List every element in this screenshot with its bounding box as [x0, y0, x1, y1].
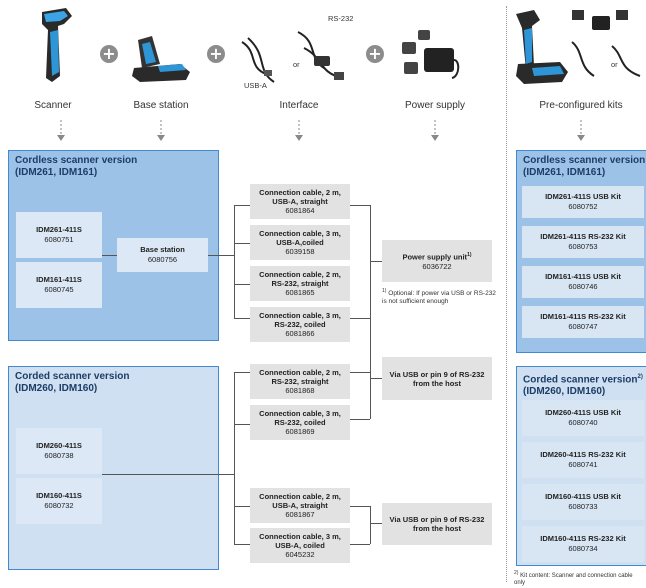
- down-arrow: [430, 120, 440, 142]
- kits-corded-title: Corded scanner version2) (IDM260, IDM160…: [523, 374, 643, 398]
- connector-line: [350, 544, 370, 545]
- scanner-image: [36, 6, 80, 86]
- connector-line: [234, 506, 250, 507]
- kits-image: [512, 6, 646, 90]
- header-label-power-supply: Power supply: [404, 100, 466, 111]
- down-arrow: [576, 120, 586, 142]
- connector-line: [208, 255, 234, 256]
- connector-line: [350, 205, 370, 206]
- plus-icon: +: [207, 45, 225, 63]
- connector-line: [102, 255, 117, 256]
- connector-line: [350, 506, 370, 507]
- kits-footnote: 2) Kit content: Scanner and connection c…: [514, 570, 633, 586]
- power-via-host-box: Via USB or pin 9 of RS-232 from the host: [382, 357, 492, 400]
- connector-line: [234, 205, 250, 206]
- connector-line: [370, 205, 371, 419]
- corded-group-title: Corded scanner version (IDM260, IDM160): [15, 371, 130, 394]
- power-supply-image: [398, 28, 462, 84]
- base-station-image: [130, 28, 192, 84]
- header-label-interface: Interface: [279, 100, 319, 111]
- connector-line: [234, 205, 235, 318]
- header-label-kits: Pre-configured kits: [539, 100, 623, 111]
- label-or-kits: or: [611, 60, 618, 69]
- header-label-base-station: Base station: [133, 100, 189, 111]
- connector-line: [234, 372, 250, 373]
- label-usb-a: USB-A: [244, 81, 267, 90]
- down-arrow: [294, 120, 304, 142]
- plus-icon: +: [366, 45, 384, 63]
- plus-icon: +: [100, 45, 118, 63]
- down-arrow: [56, 120, 66, 142]
- down-arrow: [156, 120, 166, 142]
- connector-line: [234, 284, 250, 285]
- interface-cables-image: [238, 12, 350, 90]
- connector-line: [234, 424, 250, 425]
- kits-cordless-title: Cordless scanner version (IDM261, IDM161…: [523, 155, 646, 178]
- header-label-scanner: Scanner: [34, 100, 72, 111]
- connector-line: [370, 506, 371, 544]
- connector-line: [370, 261, 382, 262]
- connector-line: [234, 318, 250, 319]
- connector-line: [370, 523, 382, 524]
- connector-line: [350, 372, 370, 373]
- connector-line: [102, 474, 234, 475]
- connector-line: [234, 243, 250, 244]
- label-rs232: RS-232: [328, 14, 354, 23]
- connector-line: [370, 378, 382, 379]
- power-via-host-box: Via USB or pin 9 of RS-232 from the host: [382, 503, 492, 545]
- label-or: or: [293, 60, 300, 69]
- connector-line: [234, 544, 250, 545]
- connector-line: [350, 419, 370, 420]
- kits-separator: [506, 6, 507, 582]
- cordless-group-title: Cordless scanner version (IDM261, IDM161…: [15, 155, 138, 178]
- power-supply-unit-box: Power supply unit1) 6036722: [382, 240, 492, 282]
- power-note: 1) Optional: If power via USB or RS-232 …: [382, 288, 496, 306]
- connector-line: [234, 372, 235, 544]
- connector-line: [350, 318, 370, 319]
